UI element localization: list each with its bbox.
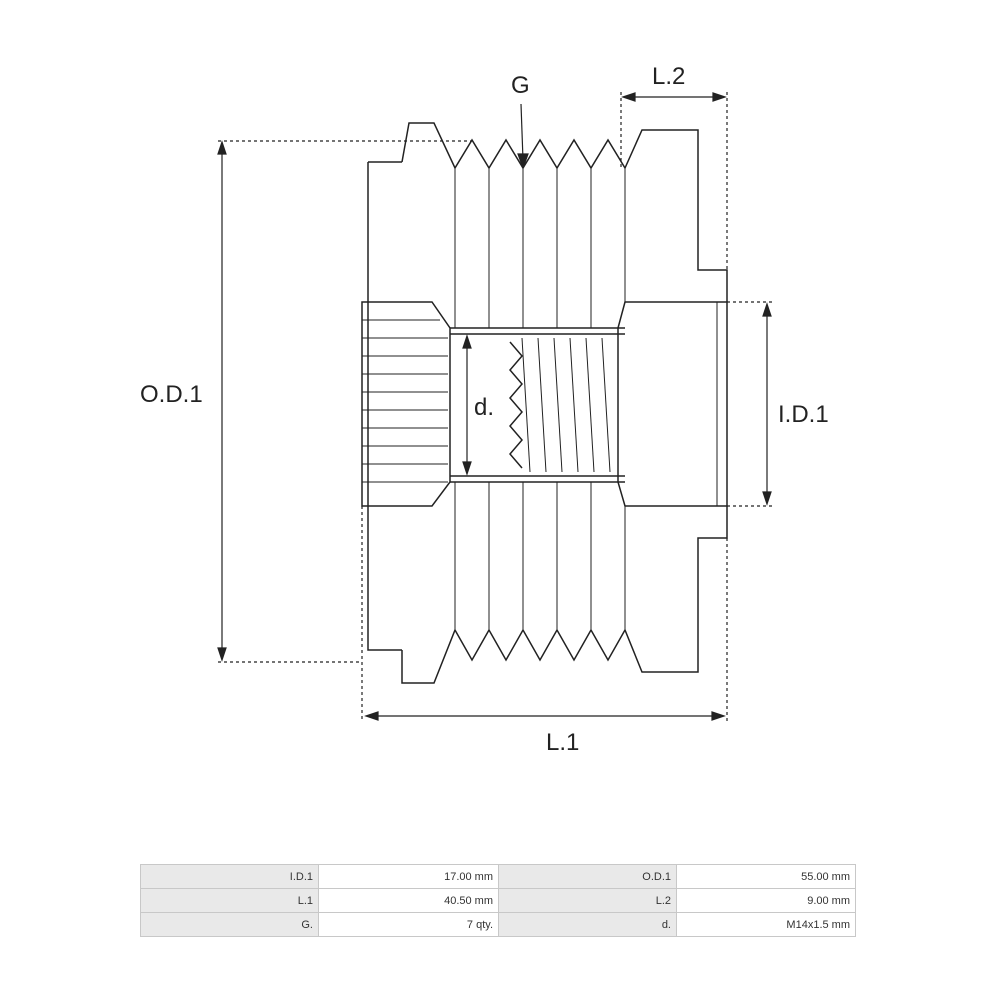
spec-key: L.2 bbox=[498, 888, 677, 913]
label-length-1: L.1 bbox=[546, 729, 579, 756]
table-row: I.D.1 17.00 mm O.D.1 55.00 mm bbox=[140, 864, 856, 889]
table-row: G. 7 qty. d. M14x1.5 mm bbox=[140, 912, 856, 937]
groove-pointer-arrow bbox=[517, 153, 529, 170]
od-arrows bbox=[217, 140, 227, 662]
spec-key: O.D.1 bbox=[498, 864, 677, 889]
pulley-body bbox=[361, 122, 728, 684]
right-hub bbox=[617, 301, 728, 507]
groove-profile-top bbox=[401, 122, 728, 302]
spec-key: I.D.1 bbox=[140, 864, 319, 889]
spline-hub bbox=[361, 301, 451, 507]
label-outer-diameter: O.D.1 bbox=[140, 381, 203, 408]
spec-value: 55.00 mm bbox=[676, 864, 856, 889]
thread-arrows bbox=[462, 334, 472, 476]
spec-key: G. bbox=[140, 912, 319, 937]
l1-arrows bbox=[364, 711, 726, 721]
bore bbox=[450, 327, 625, 483]
pulley-drawing: G L.2 O.D.1 I.D.1 d. L.1 bbox=[140, 63, 829, 756]
groove-profile-bottom bbox=[401, 506, 728, 684]
l2-extension bbox=[620, 92, 728, 270]
id-extension bbox=[727, 301, 772, 507]
od-extension bbox=[218, 140, 472, 663]
l2-arrows bbox=[621, 92, 727, 102]
spec-value: 40.50 mm bbox=[318, 888, 499, 913]
spec-key: d. bbox=[498, 912, 677, 937]
label-thread: d. bbox=[474, 394, 494, 421]
groove-pointer-line bbox=[520, 103, 524, 161]
label-inner-diameter: I.D.1 bbox=[778, 401, 829, 428]
label-length-2: L.2 bbox=[652, 63, 685, 90]
spec-value: 9.00 mm bbox=[676, 888, 856, 913]
table-row: L.1 40.50 mm L.2 9.00 mm bbox=[140, 888, 856, 913]
id-arrows bbox=[762, 302, 772, 506]
spline-teeth bbox=[362, 319, 448, 483]
spec-key: L.1 bbox=[140, 888, 319, 913]
spec-value: M14x1.5 mm bbox=[676, 912, 856, 937]
specifications-table: I.D.1 17.00 mm O.D.1 55.00 mm L.1 40.50 … bbox=[140, 864, 856, 937]
l1-extension bbox=[361, 506, 728, 722]
thread-lines bbox=[521, 337, 611, 473]
left-flange bbox=[367, 161, 402, 651]
groove-lines bbox=[454, 168, 626, 630]
label-grooves: G bbox=[511, 72, 530, 99]
thread-profile bbox=[509, 341, 523, 469]
dimension-labels: G L.2 O.D.1 I.D.1 d. L.1 bbox=[140, 63, 829, 756]
dimension-lines bbox=[217, 92, 772, 722]
spec-value: 17.00 mm bbox=[318, 864, 499, 889]
spec-value: 7 qty. bbox=[318, 912, 499, 937]
